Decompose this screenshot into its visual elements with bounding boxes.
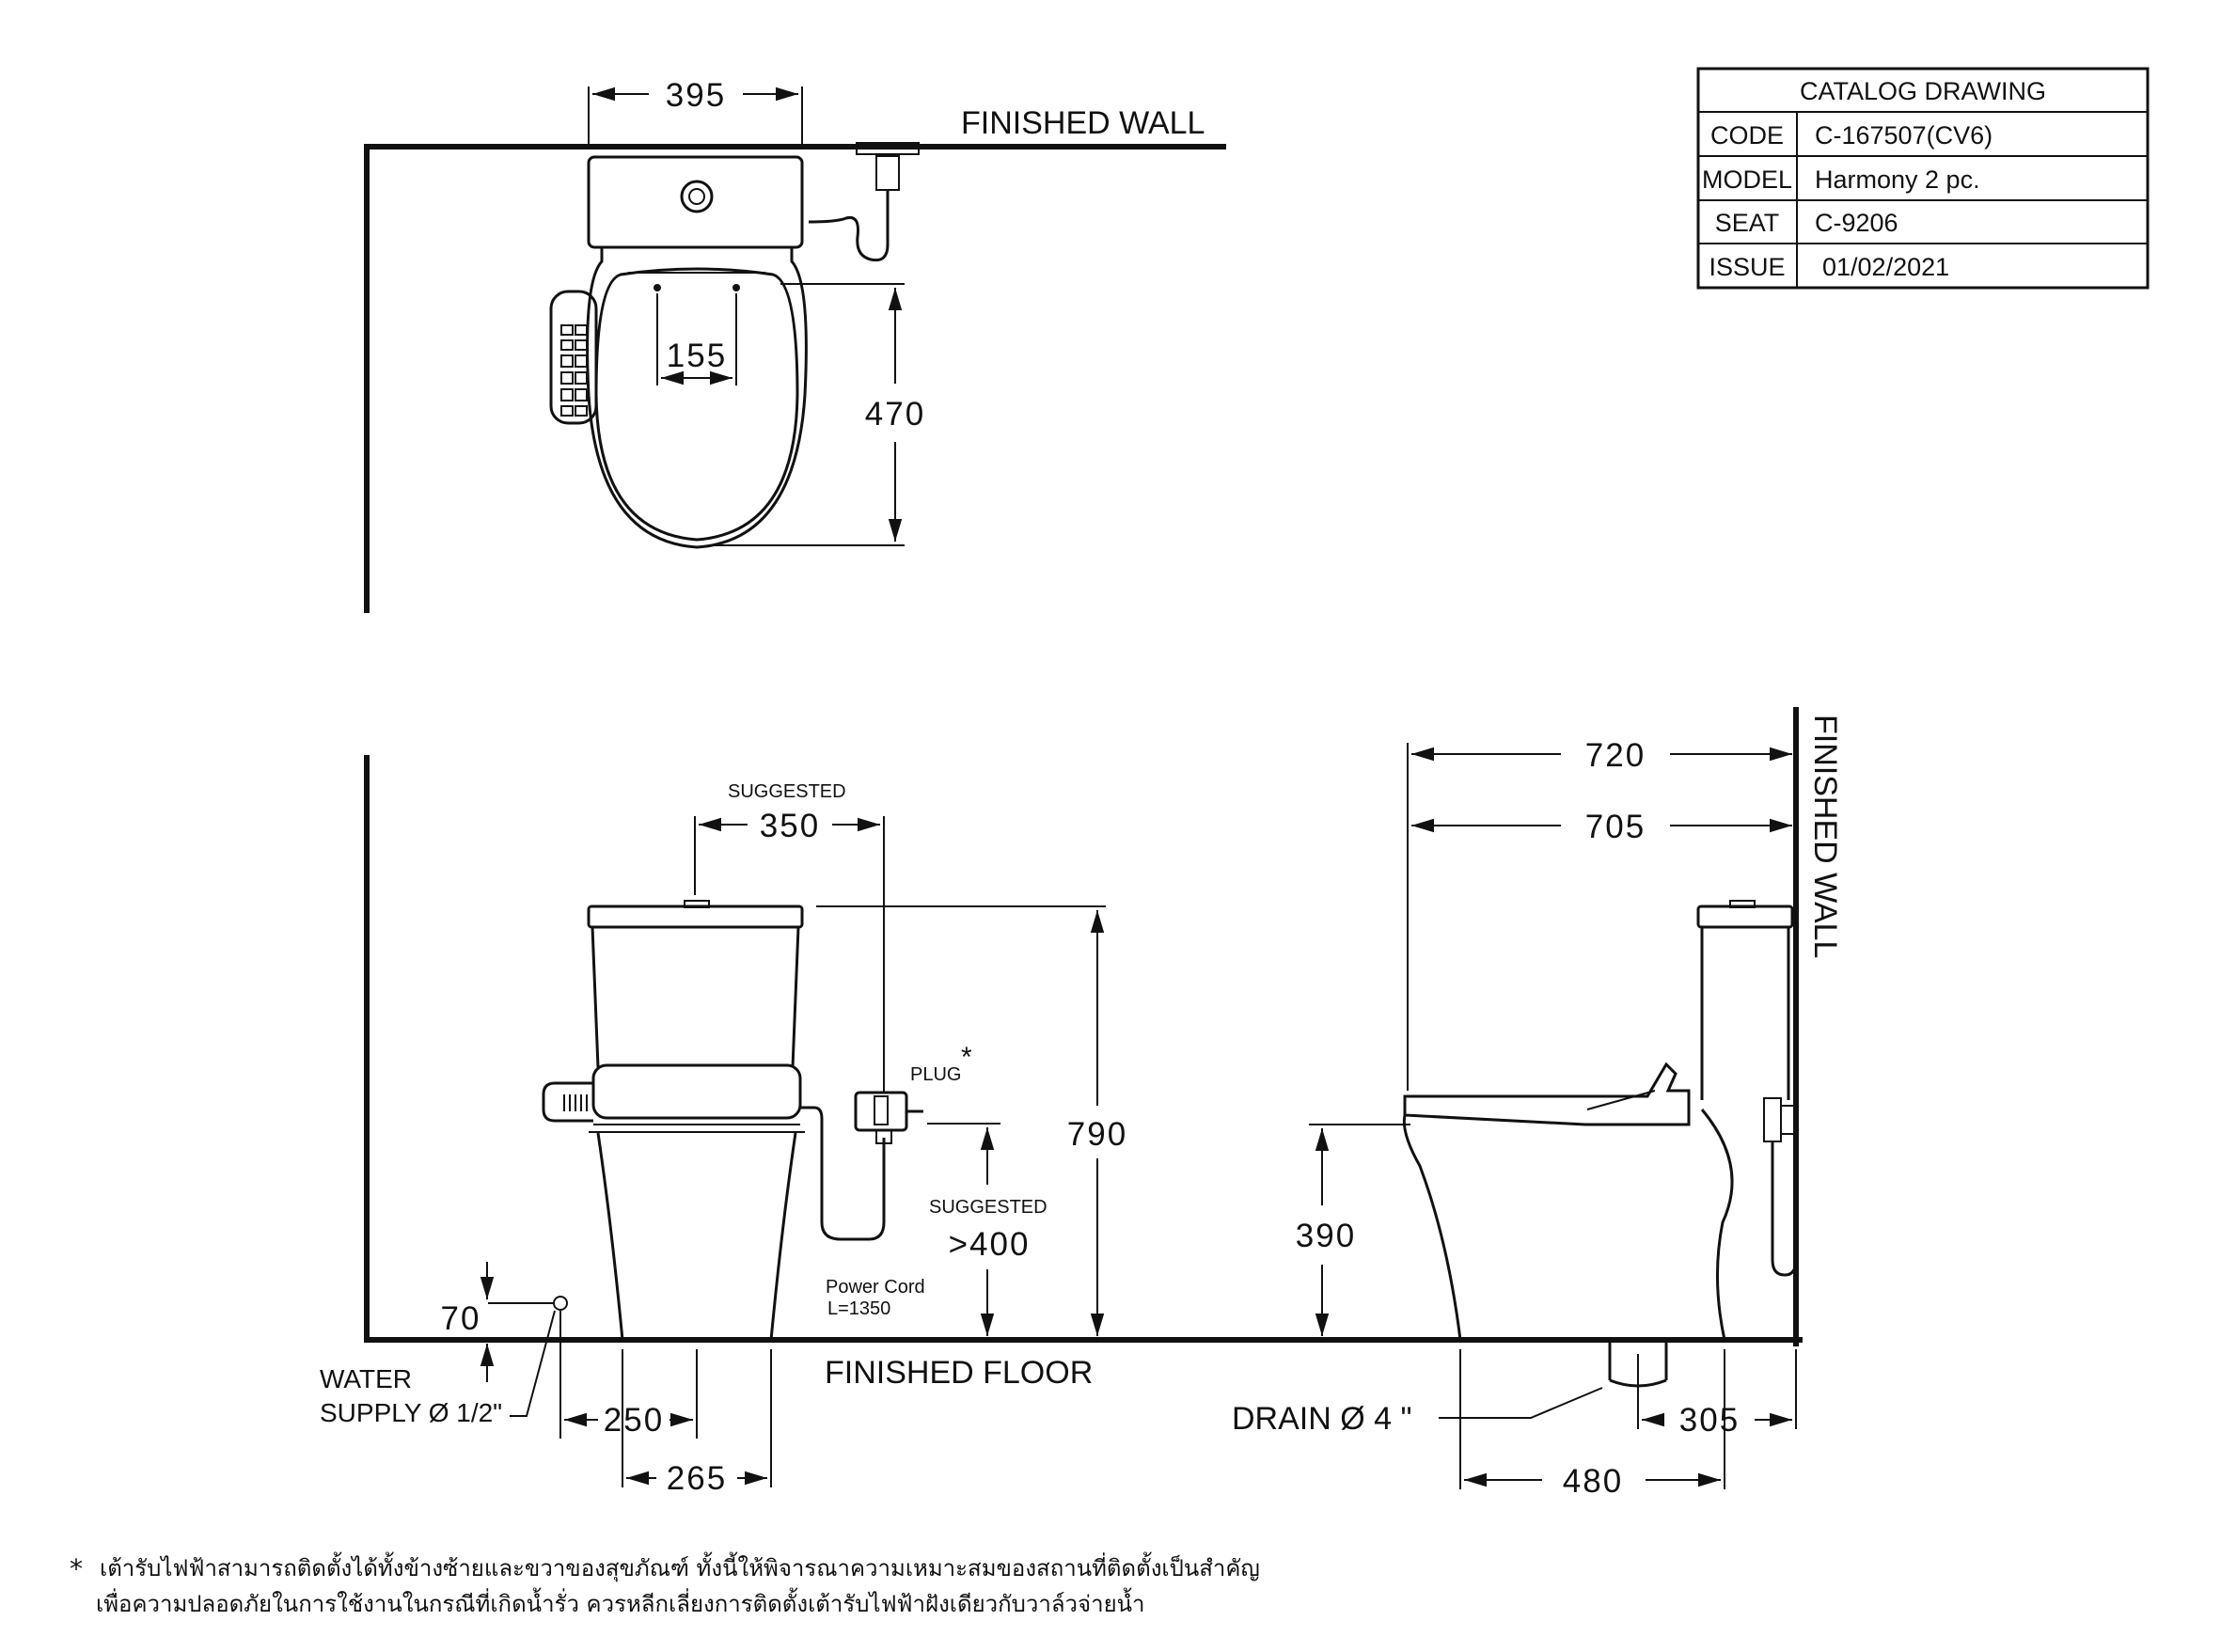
plan-finished-wall-label: FINISHED WALL <box>961 105 1205 141</box>
dim-seat-depth: 470 <box>865 396 925 433</box>
plan-tank <box>587 155 804 249</box>
dim-suggested-plug-distance: 350 <box>760 808 820 844</box>
power-cord-label: Power Cord <box>826 1277 925 1298</box>
front-control-panel <box>542 1081 593 1123</box>
water-supply-label-1: WATER <box>320 1364 412 1393</box>
footnote-line-1: * เต้ารับไฟฟ้าสามารถติดตั้งได้ทั้งข้างซ้… <box>70 1550 1260 1586</box>
title-block-heading: CATALOG DRAWING <box>1800 77 2046 105</box>
power-cord <box>800 1106 886 1241</box>
side-tank <box>1700 927 1790 1100</box>
title-block: CATALOG DRAWING CODE MODEL SEAT ISSUE C-… <box>1696 67 2150 290</box>
footnote-line-2: เพื่อความปลอดภัยในการใช้งานในกรณีที่เกิด… <box>73 1585 1145 1622</box>
dim-footprint-depth: 480 <box>1563 1463 1623 1500</box>
power-cord-length: L=1350 <box>827 1298 890 1319</box>
footnote-text-1: เต้ารับไฟฟ้าสามารถติดตั้งได้ทั้งข้างซ้าย… <box>100 1555 1260 1581</box>
title-block-code-value: C-167507(CV6) <box>1815 121 1993 149</box>
dim-water-supply-offset: 250 <box>604 1402 664 1439</box>
dim-base-width: 265 <box>667 1460 727 1497</box>
title-block-key-seat: SEAT <box>1715 209 1780 237</box>
title-block-seat-value: C-9206 <box>1815 209 1898 237</box>
title-block-model-value: Harmony 2 pc. <box>1815 165 1980 194</box>
water-supply-icon <box>553 1296 568 1311</box>
front-tank <box>591 926 800 1068</box>
plug-star: * <box>961 1042 972 1073</box>
front-elevation: FINISHED FLOOR PLUG * Power Cord L=1350 … <box>320 755 1803 1497</box>
dim-drain-offset: 305 <box>1679 1402 1740 1439</box>
side-seat <box>1403 1062 1691 1126</box>
suggested-label-side: SUGGESTED <box>929 1197 1047 1218</box>
side-finished-wall-label: FINISHED WALL <box>1807 715 1843 958</box>
drain-label: DRAIN Ø 4 " <box>1232 1401 1412 1437</box>
dim-depth-seat: 705 <box>1585 809 1646 845</box>
front-pedestal <box>596 1132 797 1341</box>
side-elevation: FINISHED WALL 720 705 390 DRAIN Ø 4 " <box>1232 707 1843 1500</box>
plan-control-panel <box>549 290 598 425</box>
dim-water-supply-height: 70 <box>441 1300 481 1337</box>
plan-view: FINISHED WALL 395 <box>364 77 1226 613</box>
footnote-star: * <box>70 1553 83 1584</box>
side-supply-hose <box>1771 1141 1798 1277</box>
title-block-key-issue: ISSUE <box>1709 253 1785 281</box>
suggested-label-top: SUGGESTED <box>728 781 846 802</box>
title-block-issue-value: 01/02/2021 <box>1822 253 1949 281</box>
finished-floor-label: FINISHED FLOOR <box>825 1355 1093 1391</box>
water-supply-label-2: SUPPLY Ø 1/2" <box>320 1398 502 1427</box>
plug-label: PLUG <box>910 1064 961 1085</box>
dim-plug-height: >400 <box>949 1226 1031 1263</box>
plan-finished-wall <box>364 144 1226 613</box>
side-angle-valve <box>1763 1097 1782 1142</box>
title-block-key-model: MODEL <box>1702 165 1792 194</box>
plan-seat-lid <box>594 267 799 542</box>
side-bowl <box>1402 1109 1734 1341</box>
title-block-key-code: CODE <box>1710 121 1784 149</box>
front-seat <box>591 1063 802 1120</box>
plan-angle-valve <box>856 142 920 155</box>
control-buttons-icon <box>560 324 588 417</box>
dim-height-total: 790 <box>1067 1116 1127 1153</box>
plan-bowl <box>586 247 808 549</box>
dim-top-width: 395 <box>666 77 726 114</box>
footnote-text-2: เพื่อความปลอดภัยในการใช้งานในกรณีที่เกิด… <box>96 1591 1145 1617</box>
front-wall-and-floor <box>364 755 1803 1343</box>
side-tank-lid <box>1696 905 1794 929</box>
dim-seat-height: 390 <box>1296 1218 1356 1254</box>
front-tank-lid <box>587 905 804 929</box>
flush-button-icon <box>680 180 714 213</box>
dim-depth-total: 720 <box>1585 737 1646 774</box>
dim-bolt-spacing: 155 <box>667 338 727 374</box>
